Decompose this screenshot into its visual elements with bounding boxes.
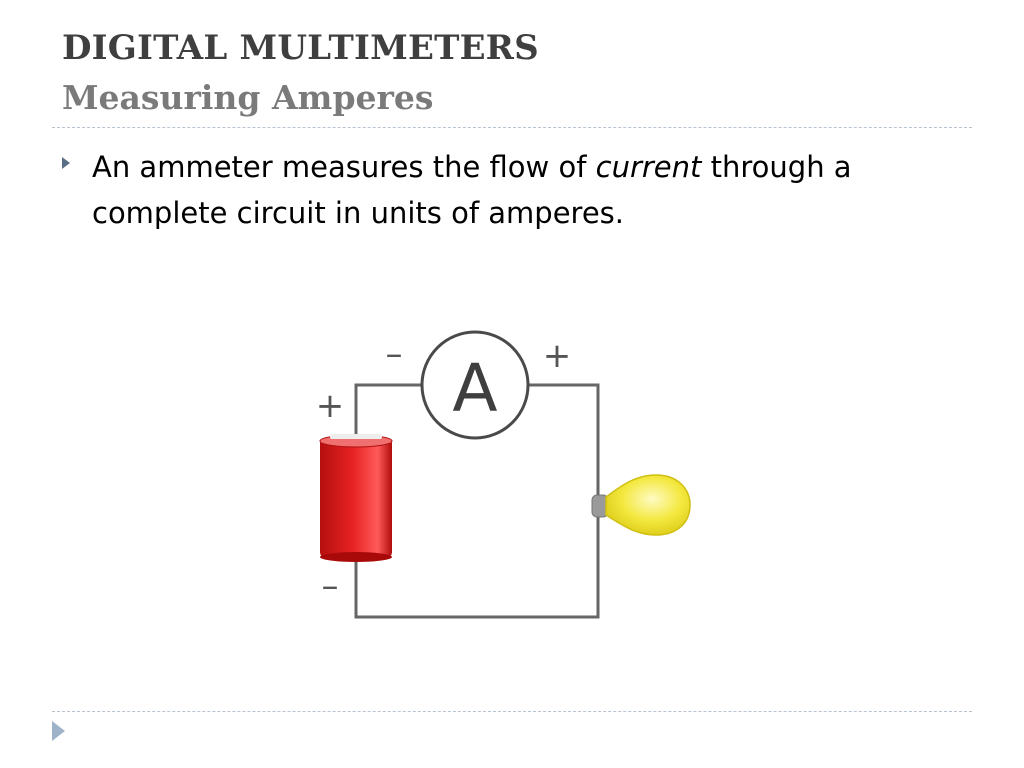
- battery-bottom-edge: [320, 552, 392, 562]
- bullet-text-emphasis: current: [595, 150, 702, 184]
- ammeter-minus-sign: –: [386, 334, 403, 374]
- battery: [319, 434, 393, 562]
- battery-minus-sign: –: [322, 566, 339, 606]
- slide-subtitle: Measuring Amperes: [62, 78, 434, 117]
- wire-right-bottom: [354, 383, 600, 619]
- ammeter-plus-sign: +: [543, 336, 572, 376]
- slide-title: DIGITAL MULTIMETERS: [62, 28, 539, 68]
- footer-arrow-icon: [52, 721, 65, 741]
- ammeter: A: [420, 330, 530, 440]
- circuit-diagram: A – + + –: [316, 330, 691, 619]
- ammeter-label: A: [452, 350, 497, 427]
- bottom-divider: [52, 711, 972, 712]
- battery-plus-sign: +: [316, 386, 345, 426]
- ammeter-circle: [420, 330, 530, 440]
- circuit-wires: [354, 383, 600, 619]
- wire-top-left: [354, 383, 423, 440]
- battery-body: [320, 438, 392, 558]
- bullet-text-start: An ammeter measures the flow of: [92, 150, 596, 184]
- light-bulb-icon: [591, 474, 691, 536]
- bullet-arrow-icon: [62, 157, 70, 169]
- bullet-text-end: through a complete circuit in units of a…: [92, 150, 852, 230]
- top-divider: [52, 127, 972, 128]
- bullet-text: An ammeter measures the flow of current …: [92, 144, 932, 236]
- bulb-glass: [605, 474, 691, 536]
- battery-terminal: [330, 434, 382, 439]
